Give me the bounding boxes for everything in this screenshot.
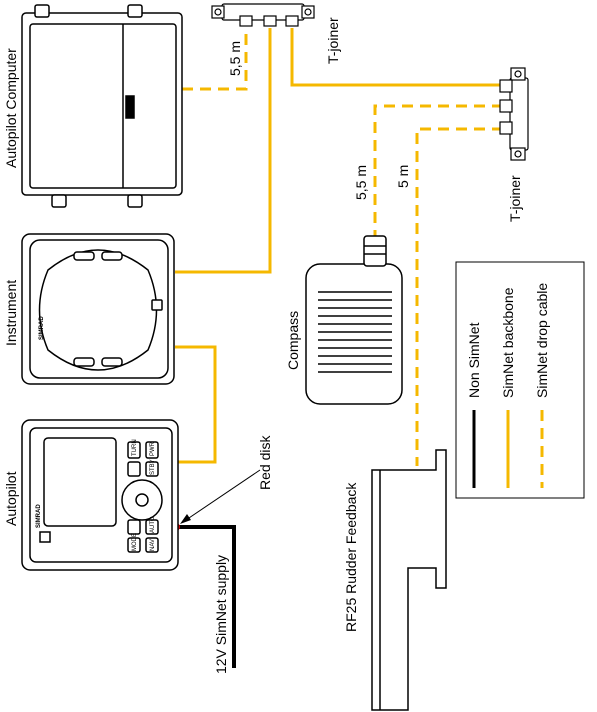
instrument-brand: SIMRAD [39,316,45,340]
key-auto: AUTO [150,516,156,533]
legend-label-backbone: SimNet backbone [500,287,516,398]
key-stby: STBY [150,459,156,475]
compass [305,235,403,405]
rf25-rudder-feedback [371,449,447,711]
top-tjoiner [211,3,315,27]
autopilot-brand: SIMRAD [36,504,42,528]
instrument [21,233,175,385]
right-tjoiner [499,67,529,161]
autopilot-keypad: TURN PWR STBY AUTO MODE NAV [132,439,156,551]
label-instrument: Instrument [3,280,19,346]
label-autopilot-computer: Autopilot Computer [3,48,19,168]
label-compass: Compass [285,311,301,370]
legend-box [455,261,585,499]
backbone-cable-top-to-instrument [175,28,272,274]
label-tjoiner-top: T-joiner [325,17,341,64]
key-turn: TURN [132,439,138,456]
red-disk-arrow [182,469,261,523]
label-autopilot: Autopilot [3,471,19,526]
legend-label-drop: SimNet drop cable [534,283,550,398]
drop-cable-rf25 [415,127,503,466]
key-pwr: PWR [150,441,156,456]
backbone-cable-to-right-tjoiner [290,28,503,87]
label-cable-top: 5,5 m [227,41,243,76]
label-rf25: RF25 Rudder Feedback [343,482,359,632]
supply-cable [176,525,236,668]
drop-cable-computer [182,28,248,91]
autopilot-unit [21,419,179,571]
legend-label-non-simnet: Non SimNet [466,322,482,398]
autopilot-computer [21,4,183,208]
legend: Non SimNet SimNet backbone SimNet drop c… [455,261,585,499]
label-cable-rf25: 5 m [395,165,411,188]
backbone-cable-instrument-to-autopilot [175,345,217,464]
key-nav: NAV [150,539,156,551]
label-tjoiner-right: T-joiner [507,175,523,222]
drop-cable-compass [373,104,503,238]
label-red-disk: Red disk [257,435,273,490]
label-cable-compass: 5,5 m [353,165,369,200]
label-supply: 12V SimNet supply [213,555,229,674]
key-mode: MODE [132,533,138,551]
red-disk-arrowhead [180,514,191,524]
